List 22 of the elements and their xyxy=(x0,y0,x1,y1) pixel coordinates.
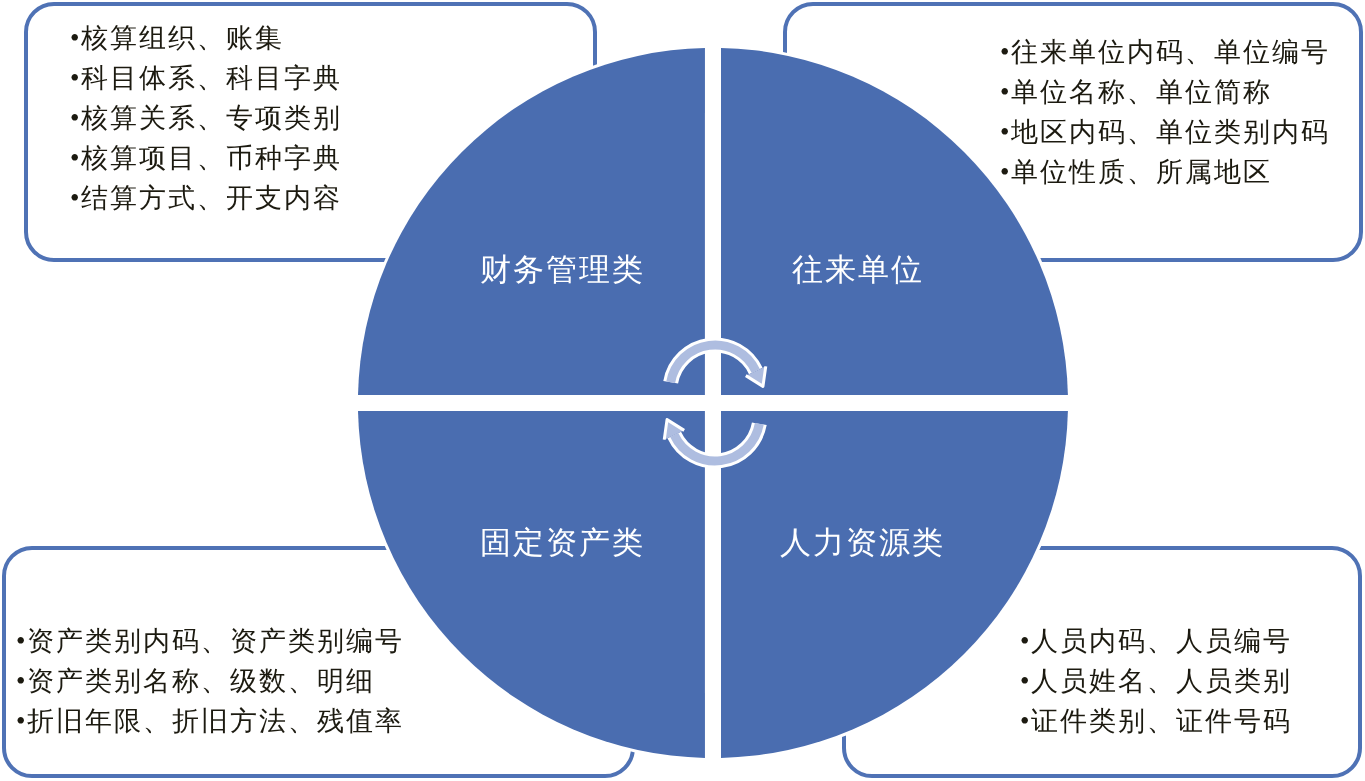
list-item: •核算关系、专项类别 xyxy=(70,102,343,135)
quadrant-segment xyxy=(358,48,705,395)
category-label: 往来单位 xyxy=(792,252,924,288)
list-item: •折旧年限、折旧方法、残值率 xyxy=(16,705,405,738)
list-item: •证件类别、证件号码 xyxy=(1020,705,1293,738)
list-item: •单位名称、单位简称 xyxy=(1000,76,1273,109)
list-item: •资产类别内码、资产类别编号 xyxy=(16,625,405,658)
curved-arrow xyxy=(662,418,767,469)
list-item: •核算组织、账集 xyxy=(70,22,285,55)
list-item: •人员内码、人员编号 xyxy=(1020,625,1293,658)
list-item: •往来单位内码、单位编号 xyxy=(1000,36,1331,69)
curved-arrow xyxy=(663,337,768,388)
list-item: •结算方式、开支内容 xyxy=(70,182,343,215)
list-item: •地区内码、单位类别内码 xyxy=(1000,116,1331,149)
category-label: 财务管理类 xyxy=(480,252,646,288)
category-label: 固定资产类 xyxy=(480,525,646,561)
list-item: •科目体系、科目字典 xyxy=(70,62,343,95)
list-item: •单位性质、所属地区 xyxy=(1000,156,1273,189)
list-item: •资产类别名称、级数、明细 xyxy=(16,665,376,698)
list-item: •人员姓名、人员类别 xyxy=(1020,665,1293,698)
category-label: 人力资源类 xyxy=(779,525,945,561)
list-item: •核算项目、币种字典 xyxy=(70,142,343,175)
